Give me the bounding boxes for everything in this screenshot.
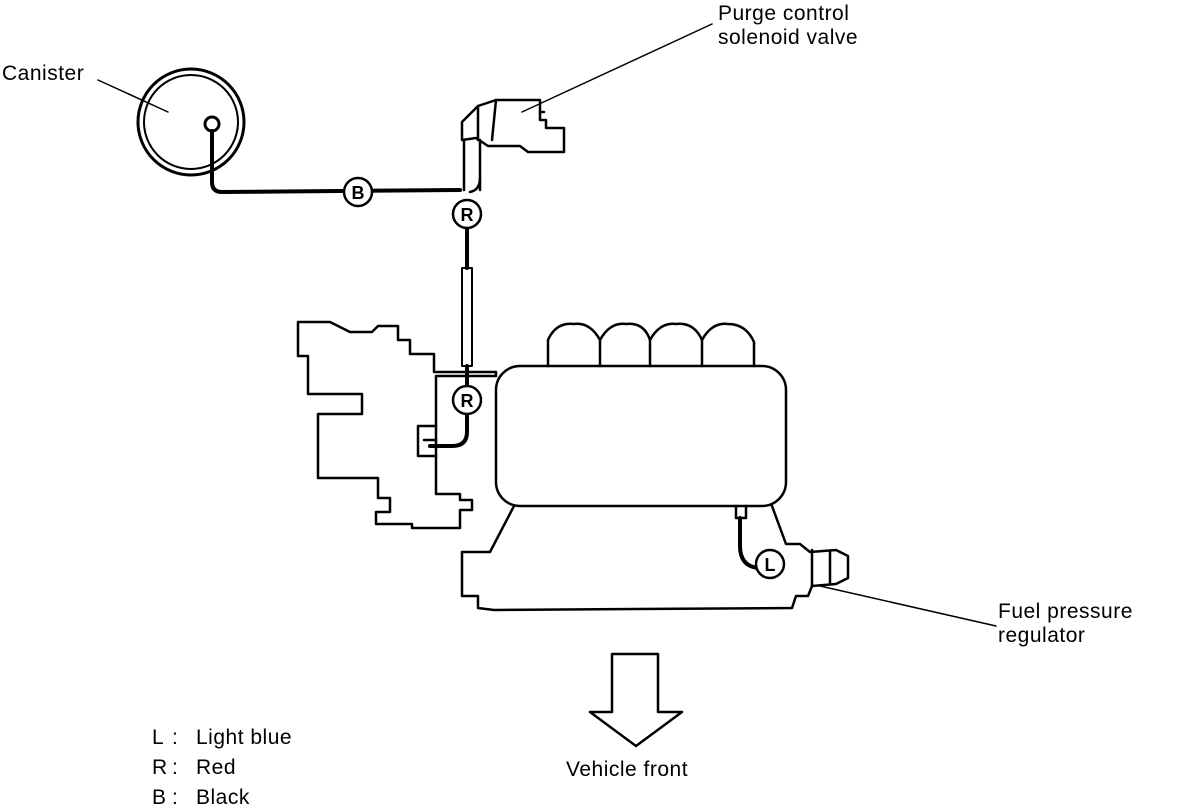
leader-regulator bbox=[819, 585, 997, 627]
legend-item: B: Black bbox=[152, 786, 250, 810]
regulator-label-line1: Fuel pressure bbox=[998, 600, 1133, 623]
canister-label: Canister bbox=[2, 62, 85, 85]
svg-text:B: B bbox=[352, 183, 365, 203]
legend-separator: : bbox=[172, 726, 179, 749]
red-hose bbox=[428, 226, 473, 448]
legend-code: L bbox=[152, 726, 165, 749]
legend-item: L: Light blue bbox=[152, 726, 292, 750]
legend-color-name: Light blue bbox=[196, 726, 293, 749]
legend-code: B bbox=[152, 786, 167, 809]
black-hose bbox=[210, 129, 462, 194]
svg-text:R: R bbox=[461, 391, 474, 411]
regulator-label-line2: regulator bbox=[998, 624, 1086, 647]
hose-marker-red-lower: R bbox=[451, 384, 483, 416]
svg-text:L: L bbox=[765, 555, 776, 575]
legend-separator: : bbox=[172, 756, 179, 779]
hose-marker-light-blue: L bbox=[754, 548, 786, 580]
legend-code: R bbox=[152, 756, 168, 779]
purge-valve-label-line2: solenoid valve bbox=[718, 26, 859, 49]
hose-marker-black: B bbox=[342, 176, 374, 208]
legend-color-name: Black bbox=[196, 786, 250, 809]
leader-purge-valve bbox=[521, 23, 713, 113]
canister-component bbox=[136, 67, 246, 177]
throttle-body-assembly bbox=[296, 320, 498, 530]
vehicle-front-arrow bbox=[588, 652, 684, 748]
engine-block bbox=[460, 322, 850, 612]
purge-valve-label-line1: Purge control bbox=[718, 2, 850, 25]
purge-control-solenoid-valve bbox=[460, 98, 566, 194]
leader-canister bbox=[97, 79, 169, 113]
hose-marker-red-upper: R bbox=[451, 198, 483, 230]
legend-separator: : bbox=[172, 786, 179, 809]
legend-item: R: Red bbox=[152, 756, 236, 780]
svg-text:R: R bbox=[461, 205, 474, 225]
legend-color-name: Red bbox=[196, 756, 237, 779]
vehicle-front-label: Vehicle front bbox=[566, 758, 689, 781]
